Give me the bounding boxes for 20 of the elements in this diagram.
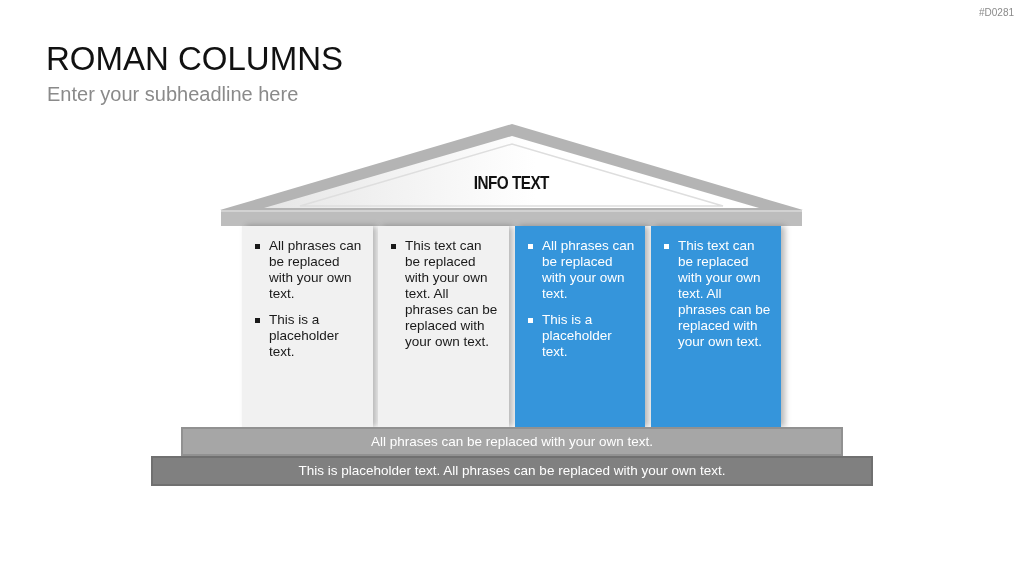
bullet-item: All phrases can be replaced with your own text. (254, 238, 363, 302)
title: ROMAN COLUMNS (46, 40, 344, 78)
slide-code: #D0281 (978, 7, 1014, 19)
step-text: This is placeholder text. All phrases can be replaced with your own text. (298, 463, 726, 479)
entablature-beam (221, 210, 802, 226)
column (242, 226, 373, 427)
column (378, 226, 509, 427)
base-step (181, 427, 843, 456)
column (651, 226, 781, 427)
bullet-item: This text can be replaced with your own text. All phrases can be replaced with your own text. (390, 238, 499, 350)
bullet-item: This is a placeholder text. (254, 312, 363, 360)
step-text: All phrases can be replaced with your own text. (370, 433, 654, 450)
bullet-item: All phrases can be replaced with your own text. (527, 238, 635, 302)
subtitle: Enter your subheadline here (47, 82, 299, 106)
bullet-item: This text can be replaced with your own text. All phrases can be replaced with your own text. (663, 238, 771, 350)
base-step (151, 456, 873, 486)
roof-label: INFO TEXT (473, 172, 549, 194)
temple-pediment (220, 122, 803, 210)
column (515, 226, 645, 427)
bullet-item: This is a placeholder text. (527, 312, 635, 360)
